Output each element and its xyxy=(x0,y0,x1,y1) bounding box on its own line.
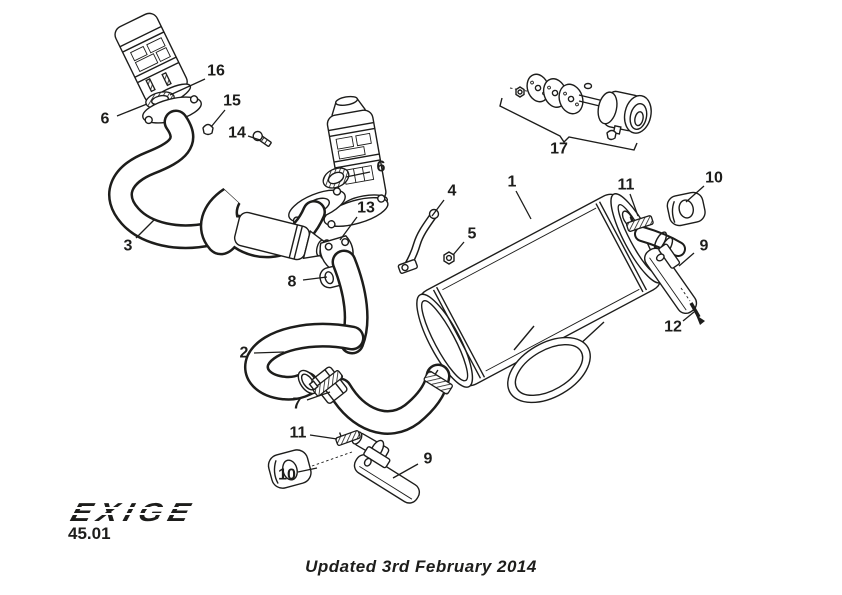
exhaust-gasket-mid-6 xyxy=(322,167,350,189)
catalytic-converter-mid xyxy=(288,95,389,229)
callout-leader-13 xyxy=(339,216,358,241)
callout-number-3: 3 xyxy=(124,238,133,255)
callout-leader-8 xyxy=(302,276,328,281)
callout-number-10: 10 xyxy=(278,467,296,484)
callout-leader-7 xyxy=(306,391,331,401)
callout-number-9: 9 xyxy=(700,238,709,255)
callout-number-5: 5 xyxy=(468,226,477,243)
callout-number-15: 15 xyxy=(223,93,241,110)
cat-outlet-flange xyxy=(323,194,389,229)
callout-number-7: 7 xyxy=(293,396,302,413)
callout-number-11: 11 xyxy=(290,425,307,442)
callout-leader-3 xyxy=(135,219,155,239)
callout-number-16: 16 xyxy=(207,63,225,80)
callout-leader-10 xyxy=(685,185,705,203)
callout-number-9: 9 xyxy=(424,451,433,468)
callout-number-8: 8 xyxy=(288,274,297,291)
support-bracket-4 xyxy=(397,208,440,274)
nut-5 xyxy=(443,251,455,265)
flange-studs-16 xyxy=(145,71,172,93)
catalytic-converter-left xyxy=(114,12,202,125)
callout-leader-9 xyxy=(392,463,419,479)
callout-layer: 16 6 15 14 6 13 3 4 5 8 1 17 11 10 9 12 2 7 11 10 9 xyxy=(101,63,723,484)
link-pipe-2 xyxy=(244,249,451,435)
callout-number-11: 11 xyxy=(618,177,635,194)
callout-leader-1 xyxy=(515,190,532,220)
callout-leader-5 xyxy=(452,241,465,256)
callout-number-6: 6 xyxy=(377,159,386,176)
callout-leader-9 xyxy=(678,252,695,267)
clamp-7 xyxy=(308,366,348,404)
exige-logo: EXIGE xyxy=(64,497,264,527)
callout-number-6: 6 xyxy=(101,111,110,128)
callout-leader-11 xyxy=(629,193,639,217)
bolt-14 xyxy=(252,130,272,147)
callout-leader-15 xyxy=(210,109,226,128)
exige-logo-text: EXIGE xyxy=(67,497,200,527)
callout-leader-6 xyxy=(116,103,148,117)
clamp-11-right xyxy=(625,215,654,232)
callout-number-13: 13 xyxy=(357,200,375,217)
section-number: 45.01 xyxy=(68,524,111,543)
exhaust-mount-10-lower xyxy=(267,449,312,489)
callout-number-17: 17 xyxy=(550,141,568,158)
blanking-plug-15 xyxy=(202,123,214,136)
mount-bracket-9-right xyxy=(643,243,698,315)
valve-actuator-assembly-17 xyxy=(499,73,652,151)
exhaust-mount-10-right xyxy=(666,191,706,227)
callout-leader-4 xyxy=(431,199,445,217)
assembly-brace xyxy=(499,97,638,151)
callout-leader-2 xyxy=(253,351,285,354)
callout-number-14: 14 xyxy=(228,125,246,142)
callout-number-12: 12 xyxy=(664,319,682,336)
callout-number-4: 4 xyxy=(448,183,457,200)
updated-note: Updated 3rd February 2014 xyxy=(305,557,537,576)
clamp-11-lower xyxy=(335,430,361,446)
callout-leader-11 xyxy=(309,434,338,440)
callout-leader-12 xyxy=(682,311,695,322)
callout-leader-6 xyxy=(345,171,371,178)
callout-number-1: 1 xyxy=(508,174,517,191)
callout-leader-14 xyxy=(247,135,261,141)
callout-leader-10 xyxy=(297,467,318,473)
callout-number-10: 10 xyxy=(705,170,723,187)
callout-number-2: 2 xyxy=(240,345,249,362)
screw-12 xyxy=(680,287,705,325)
tailpipe-tip xyxy=(507,321,605,404)
inlet-clamp xyxy=(423,369,453,395)
logo-stripe xyxy=(64,507,264,509)
callout-leader-16 xyxy=(169,78,206,96)
logo-stripe xyxy=(64,513,264,515)
mount-bracket-9-lower xyxy=(353,446,421,504)
